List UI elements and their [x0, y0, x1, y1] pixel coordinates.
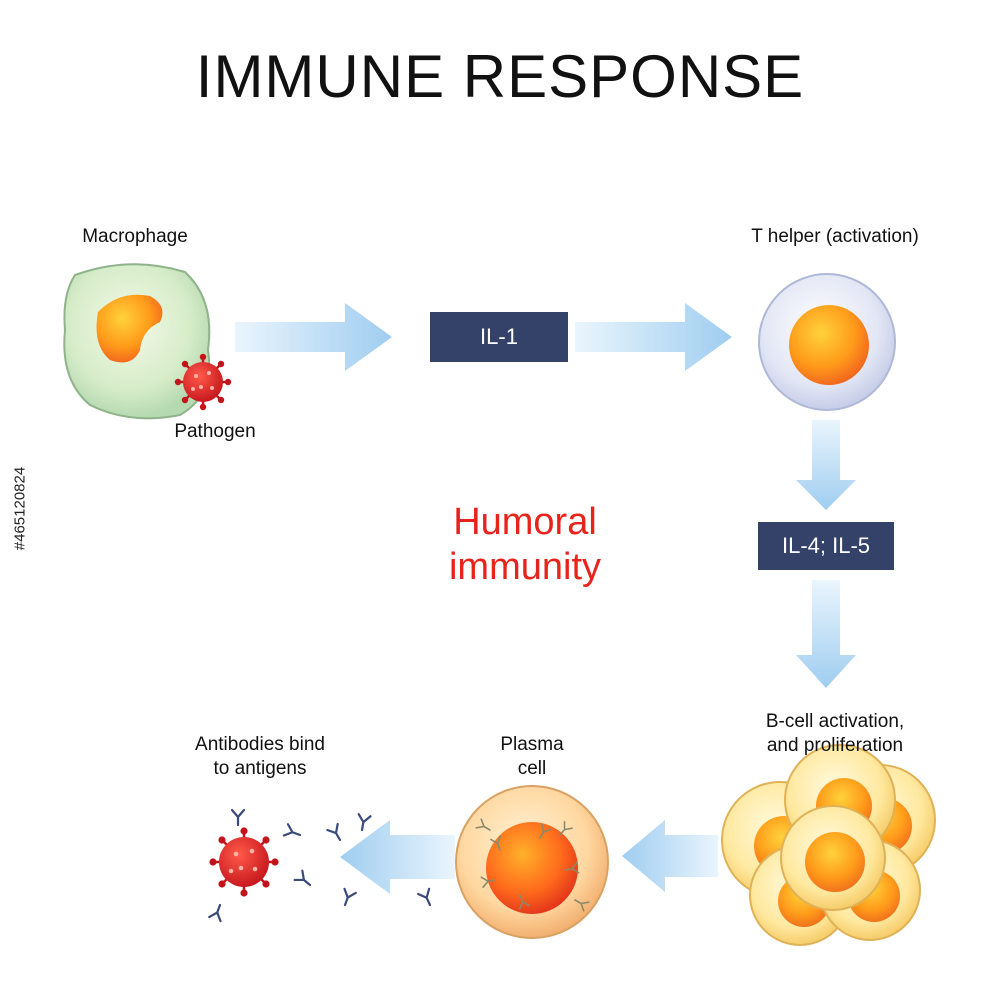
arrow-il1-to-thelper	[575, 303, 732, 371]
arrow-thelper-to-il45	[796, 420, 856, 510]
stock-id-watermark: #465120824	[11, 466, 29, 551]
plasma-cell-label: Plasma cell	[462, 733, 602, 781]
plasma-cell	[455, 785, 609, 939]
b-cell-label-line-1: B-cell activation,	[765, 711, 905, 732]
page-title: IMMUNE RESPONSE	[195, 43, 805, 110]
b-cell-label: B-cell activation, and proliferation	[725, 710, 945, 758]
t-helper-label: T helper (activation)	[751, 226, 919, 247]
b-cell-cluster	[721, 744, 936, 946]
macrophage-label: Macrophage	[82, 226, 188, 247]
antibodies-label-line-2: to antigens	[213, 758, 307, 779]
arrow-il45-to-bcell	[796, 580, 856, 688]
arrow-plasma-to-antibodies	[340, 820, 455, 894]
humoral-line-1: Humoral	[453, 501, 597, 543]
antigen-virus-icon	[209, 827, 279, 897]
il-4-il-5-box: IL-4; IL-5	[758, 522, 894, 570]
macrophage-cell	[63, 263, 211, 420]
pathogen-virus-icon	[174, 353, 232, 411]
b-cell-label-line-2: and proliferation	[766, 735, 904, 756]
pathogen-label: Pathogen	[174, 421, 256, 442]
antibodies-label: Antibodies bind to antigens	[160, 733, 360, 781]
humoral-immunity-label: Humoral immunity	[360, 500, 690, 590]
antibodies-label-line-1: Antibodies bind	[195, 734, 325, 755]
il-1-box: IL-1	[430, 312, 568, 362]
plasma-label-line-1: Plasma	[500, 734, 564, 755]
plasma-label-line-2: cell	[517, 758, 547, 779]
arrow-macrophage-to-il1	[235, 303, 392, 371]
t-helper-cell	[758, 273, 896, 411]
humoral-line-2: immunity	[448, 546, 602, 588]
arrow-bcell-to-plasma	[622, 820, 718, 892]
